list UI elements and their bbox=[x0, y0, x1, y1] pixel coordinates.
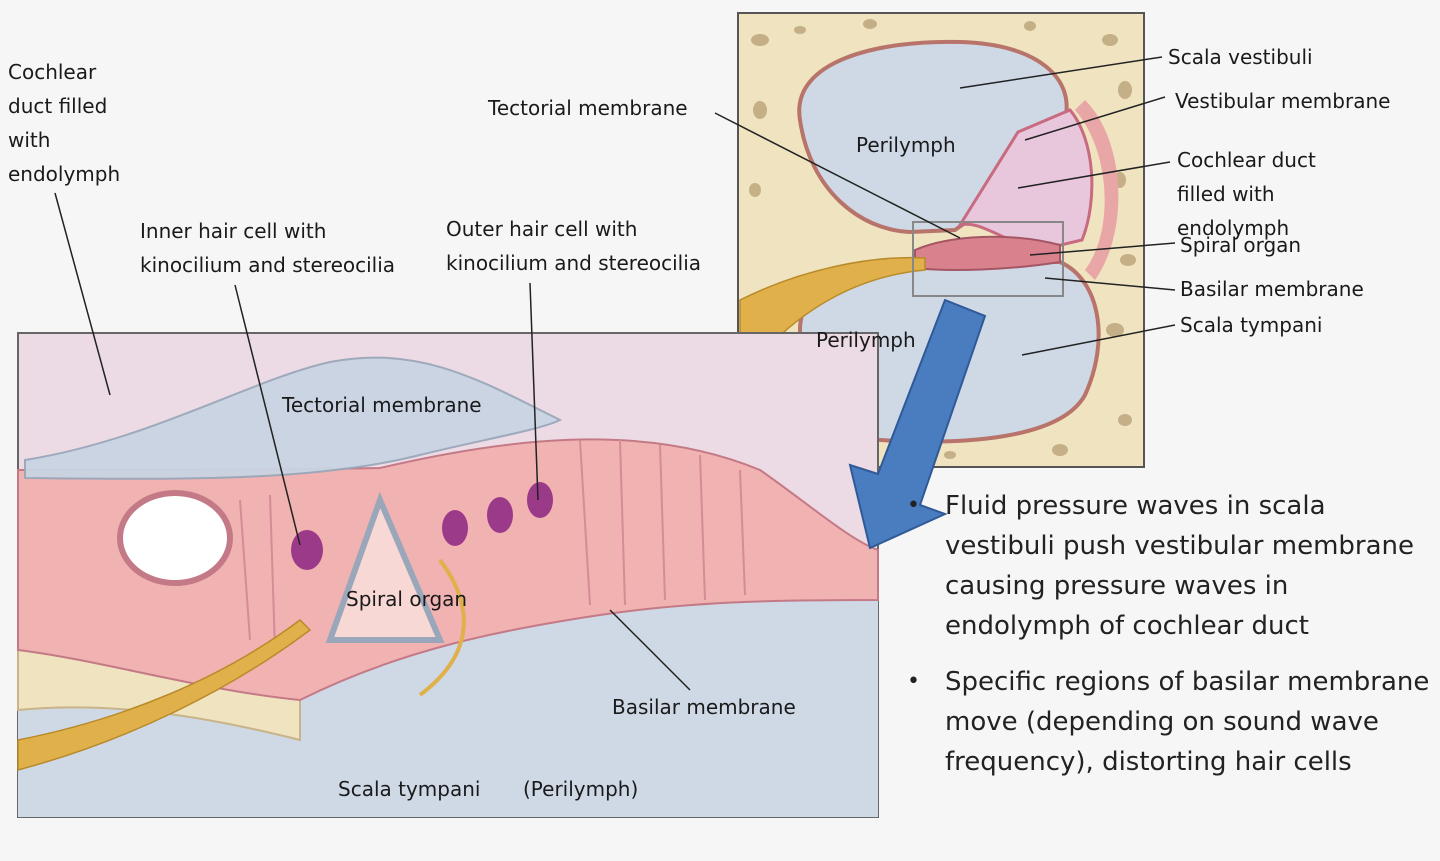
label-line: endolymph bbox=[8, 162, 121, 186]
scala-tympani-fluid bbox=[18, 575, 878, 817]
label-spiral-organ-inset: Spiral organ bbox=[346, 587, 468, 611]
label-cochlear-duct-right: Cochlear duct filled with endolymph bbox=[1177, 143, 1316, 245]
label-scala-vestibuli: Scala vestibuli bbox=[1168, 45, 1313, 69]
inset-marker bbox=[912, 221, 1064, 297]
label-basilar-membrane-right: Basilar membrane bbox=[1180, 277, 1364, 301]
bullet-text: Specific regions of basilar membrane mov… bbox=[945, 667, 1430, 777]
label-line: kinocilium and stereocilia bbox=[446, 251, 702, 275]
label-perilymph-lower: Perilymph bbox=[816, 328, 916, 352]
bullet-item: • Fluid pressure waves in scala vestibul… bbox=[905, 486, 1435, 646]
label-tectorial-membrane-inset: Tectorial membrane bbox=[282, 393, 482, 417]
organ-of-corti-detail bbox=[17, 332, 879, 818]
label-line: endolymph bbox=[1177, 216, 1290, 240]
label-scala-tympani-inset: Scala tympani bbox=[338, 777, 481, 801]
bullet-text: Fluid pressure waves in scala vestibuli … bbox=[945, 491, 1415, 641]
nerve-fibers bbox=[17, 619, 312, 771]
label-inner-hair-cell: Inner hair cell with kinocilium and ster… bbox=[140, 214, 395, 282]
spiral-organ-shape bbox=[914, 235, 1061, 271]
explanation-bullets: • Fluid pressure waves in scala vestibul… bbox=[905, 486, 1435, 798]
bullet-item: • Specific regions of basilar membrane m… bbox=[905, 662, 1435, 782]
label-outer-hair-cell: Outer hair cell with kinocilium and ster… bbox=[446, 212, 701, 280]
label-line: kinocilium and stereocilia bbox=[140, 253, 396, 277]
label-line: Cochlear bbox=[8, 60, 97, 84]
label-basilar-membrane-inset: Basilar membrane bbox=[612, 695, 796, 719]
cochlear-nerve bbox=[739, 256, 926, 383]
spiral-ligament bbox=[1075, 100, 1119, 280]
supporting-cells bbox=[239, 439, 746, 651]
label-line: Inner hair cell with bbox=[140, 219, 327, 243]
label-tectorial-membrane-top: Tectorial membrane bbox=[488, 96, 688, 120]
tunnel-of-corti bbox=[325, 491, 445, 643]
inner-sulcus bbox=[117, 490, 233, 586]
label-line: with bbox=[8, 128, 51, 152]
label-vestibular-membrane: Vestibular membrane bbox=[1175, 89, 1391, 113]
cochlear-duct-chamber bbox=[956, 108, 1094, 252]
label-line: filled with bbox=[1177, 182, 1275, 206]
bullet-marker: • bbox=[907, 669, 920, 694]
hair-cells bbox=[291, 482, 553, 570]
label-scala-tympani-right: Scala tympani bbox=[1180, 313, 1323, 337]
zoom-arrow bbox=[848, 298, 987, 550]
label-perilymph-inset: (Perilymph) bbox=[523, 777, 639, 801]
label-line: Outer hair cell with bbox=[446, 217, 638, 241]
label-perilymph-upper: Perilymph bbox=[856, 133, 956, 157]
leader-lines bbox=[54, 56, 1176, 691]
label-line: Cochlear duct bbox=[1177, 148, 1316, 172]
label-spiral-organ-right: Spiral organ bbox=[1180, 233, 1302, 257]
outer-nerve-fibers bbox=[418, 558, 466, 697]
bullet-marker: • bbox=[907, 493, 920, 518]
label-line: duct filled bbox=[8, 94, 108, 118]
tectorial-membrane-shape bbox=[24, 356, 563, 480]
label-cochlear-duct-left: Cochlear duct filled with endolymph bbox=[8, 55, 120, 191]
